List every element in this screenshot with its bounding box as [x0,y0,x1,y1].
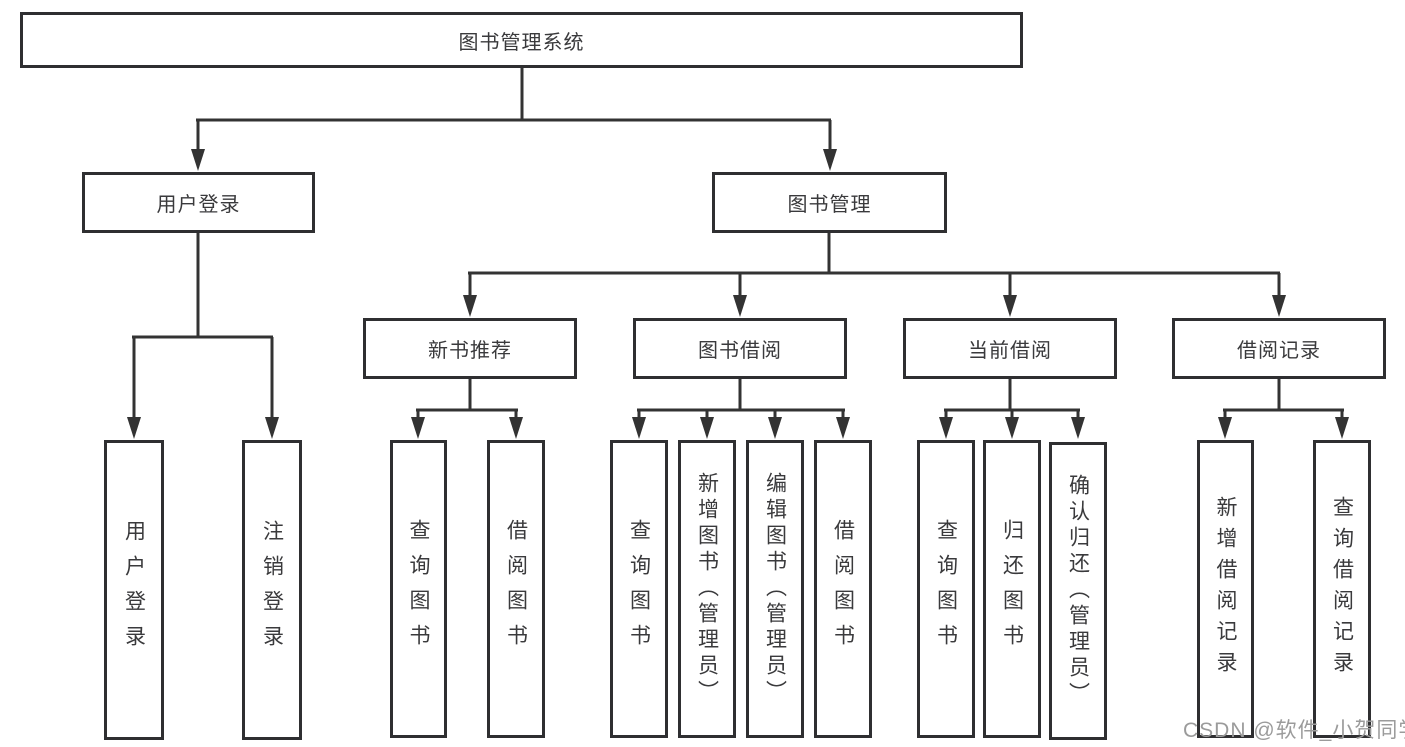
leaf-borrow-books-borrowing: 借阅图书 [814,440,872,738]
leaf-label: 新增图书（管理员） [695,472,719,706]
node-library-management-system: 图书管理系统 [20,12,1023,68]
node-borrowing-records: 借阅记录 [1172,318,1386,379]
leaf-add-borrowing-record: 新增借阅记录 [1197,440,1254,738]
leaf-add-book-admin: 新增图书（管理员） [678,440,736,738]
leaf-label: 确认归还（管理员） [1066,474,1090,708]
leaf-label: 查询图书 [407,519,430,659]
node-label: 图书借阅 [698,340,782,362]
node-new-book-recommendation: 新书推荐 [363,318,577,379]
node-label: 当前借阅 [968,340,1052,362]
leaf-query-borrowing-record: 查询借阅记录 [1313,440,1371,738]
leaf-label: 编辑图书（管理员） [763,472,787,706]
leaf-logout: 注销登录 [242,440,302,740]
leaf-label: 借阅图书 [831,519,855,659]
leaf-label: 查询图书 [934,519,958,659]
leaf-label: 用户登录 [122,520,146,660]
node-label: 借阅记录 [1237,340,1321,362]
leaf-label: 注销登录 [260,520,284,660]
node-label: 图书管理系统 [458,31,585,54]
leaf-user-login: 用户登录 [104,440,164,740]
node-book-management: 图书管理 [712,172,947,233]
csdn-watermark: CSDN @软件_小贺同学 [1183,719,1405,742]
leaf-return-book: 归还图书 [983,440,1041,738]
node-label: 新书推荐 [428,340,512,362]
leaf-label: 归还图书 [1000,519,1024,659]
leaf-edit-book-admin: 编辑图书（管理员） [746,440,804,738]
node-label: 用户登录 [156,194,241,216]
node-current-borrowing: 当前借阅 [903,318,1117,379]
leaf-label: 新增借阅记录 [1214,496,1237,682]
node-label: 图书管理 [787,194,872,216]
leaf-borrow-books-recommend: 借阅图书 [487,440,545,738]
leaf-confirm-return-admin: 确认归还（管理员） [1049,442,1107,740]
leaf-query-books-borrowing: 查询图书 [610,440,668,738]
node-book-borrowing: 图书借阅 [633,318,847,379]
leaf-label: 查询图书 [627,519,651,659]
leaf-query-books-current: 查询图书 [917,440,975,738]
leaf-label: 借阅图书 [504,519,528,659]
leaf-query-books-recommend: 查询图书 [390,440,447,738]
node-user-login: 用户登录 [82,172,315,233]
leaf-label: 查询借阅记录 [1330,496,1354,682]
